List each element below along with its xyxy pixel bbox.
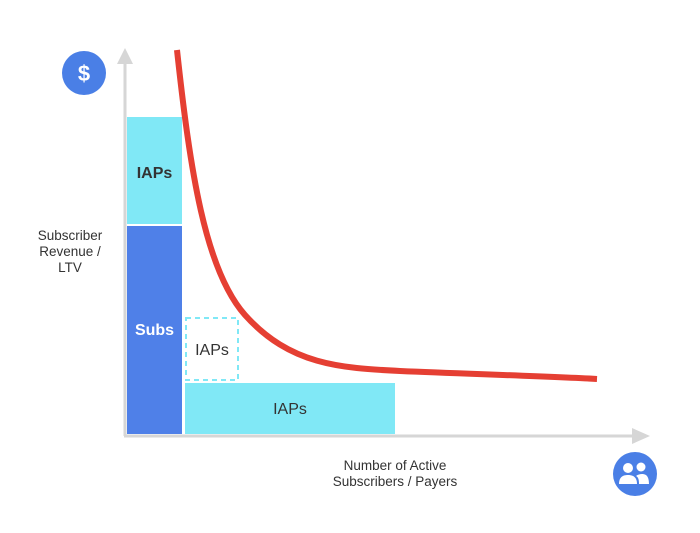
y-axis-label-line: Subscriber [37,228,103,243]
x-axis-label-line: Subscribers / Payers [332,474,458,489]
top-iaps-block [127,117,182,224]
dashed-iaps-label: IAPs [195,342,229,359]
bottom-iaps-block [185,383,395,434]
people-icon [613,452,657,496]
y-axis-arrowhead [117,48,133,64]
top-iaps-label: IAPs [137,165,173,182]
dollar-icon-symbol: $ [78,61,90,86]
people-icon-body-back [636,474,649,484]
people-icon-circle [613,452,657,496]
subs-label: Subs [135,322,174,339]
dollar-icon-circle [62,51,106,95]
people-icon-body-front [619,475,637,484]
x-axis-label: Number of Active Subscribers / Payers [290,458,500,490]
x-axis-arrowhead [632,428,650,444]
dashed-iaps-block [185,317,239,381]
people-icon-head-back [636,462,646,472]
revenue-curve [174,49,598,382]
bottom-iaps-label: IAPs [273,401,307,418]
y-axis-label-line: Revenue / [39,244,101,259]
y-axis-label-line: LTV [58,260,82,275]
people-icon-head-front [623,463,633,473]
y-axis-label: Subscriber Revenue / LTV [20,228,120,276]
x-axis-label-line: Number of Active [343,458,447,473]
dollar-icon: $ [62,51,106,95]
subs-block [127,226,182,434]
